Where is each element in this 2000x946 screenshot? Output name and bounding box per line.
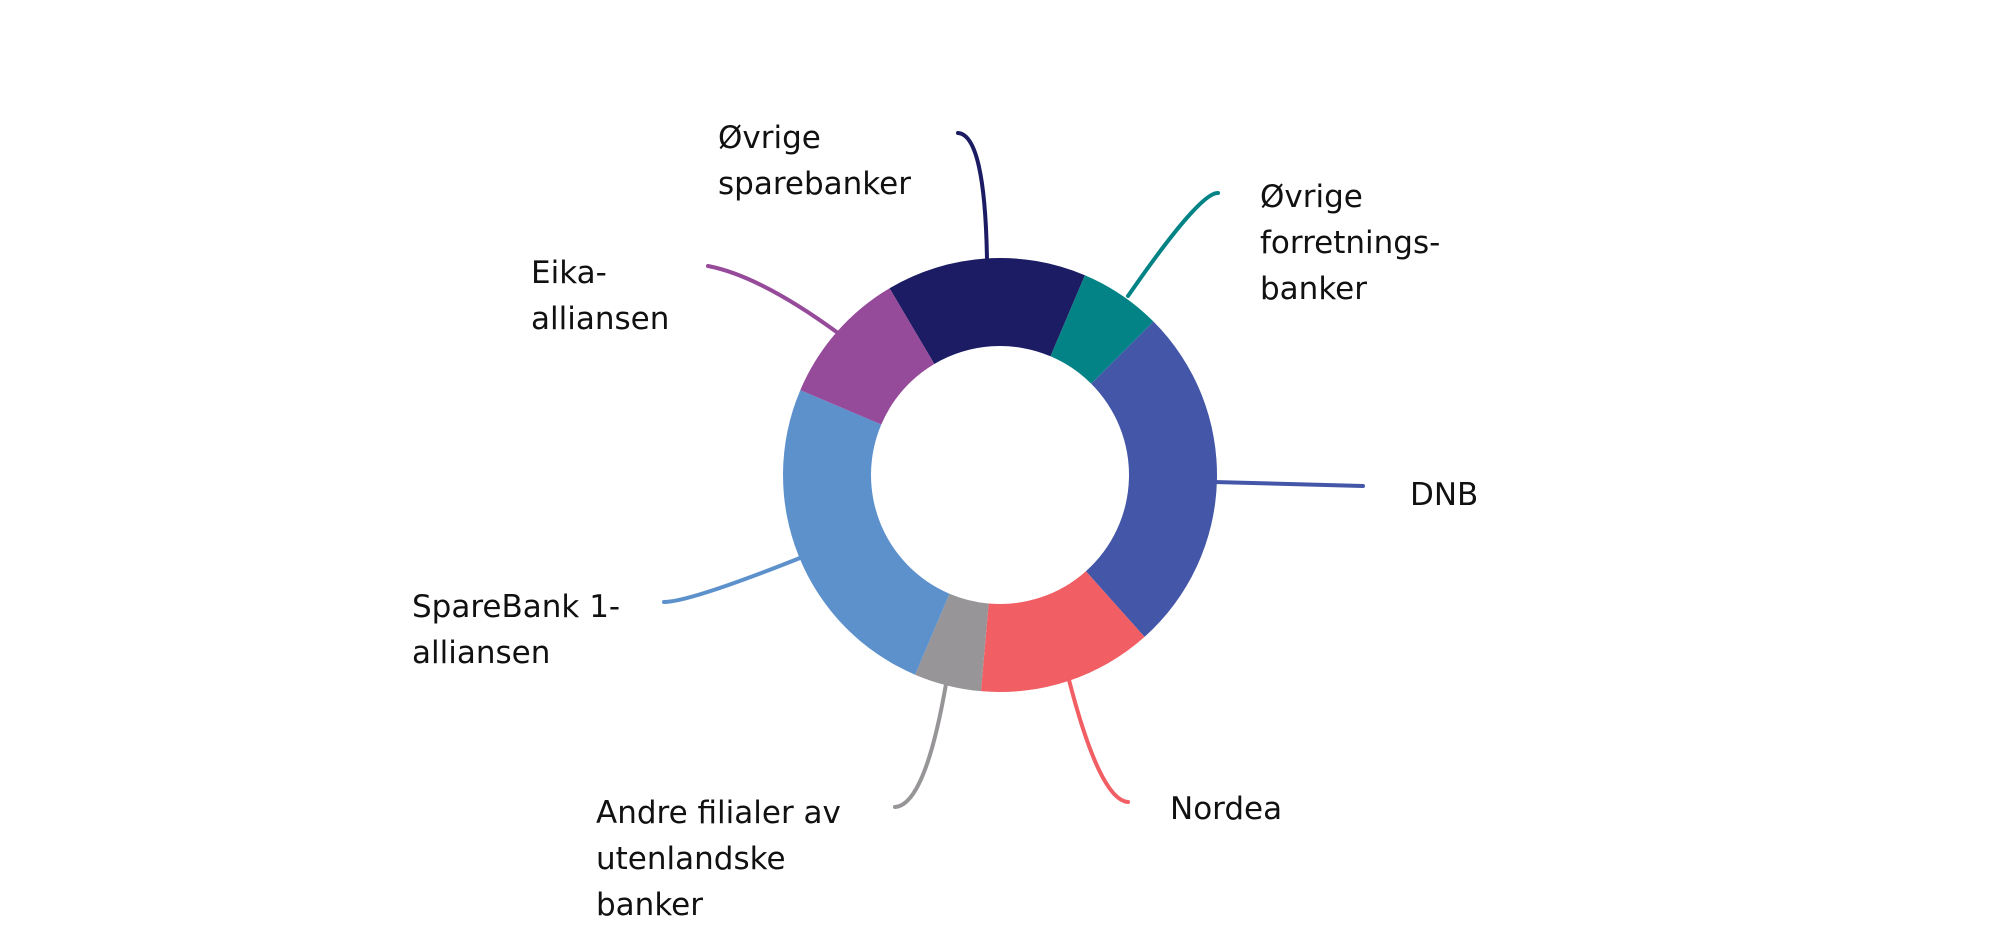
- label-line: banker: [1260, 271, 1367, 307]
- donut-slice: [915, 593, 989, 692]
- leader-line: [893, 682, 948, 809]
- label-line: sparebanker: [718, 166, 911, 202]
- label-sparebank1-alliansen: SpareBank 1- alliansen: [412, 584, 620, 676]
- label-line: Eika-: [531, 255, 607, 291]
- label-nordea: Nordea: [1170, 786, 1282, 832]
- label-andre-filialer: Andre filialer av utenlandske banker: [596, 790, 841, 928]
- leader-line: [706, 264, 840, 335]
- label-line: forretnings-: [1260, 225, 1441, 261]
- leader-line: [1126, 191, 1220, 298]
- label-ovrige-sparebanker: Øvrige sparebanker: [718, 115, 911, 207]
- donut-slice: [783, 390, 950, 675]
- label-line: DNB: [1410, 477, 1479, 513]
- leader-line: [662, 554, 807, 604]
- label-line: alliansen: [531, 301, 670, 337]
- donut-slice: [1050, 275, 1154, 384]
- donut-slice: [889, 258, 1085, 364]
- leader-line: [956, 131, 989, 262]
- donut-slice: [980, 571, 1145, 692]
- label-line: SpareBank 1-: [412, 589, 621, 625]
- donut-slice: [1085, 321, 1217, 637]
- label-line: Øvrige: [718, 120, 821, 156]
- leader-lines: [662, 131, 1365, 809]
- label-line: utenlandske: [596, 841, 786, 877]
- label-line: Andre filialer av: [596, 795, 841, 831]
- label-line: alliansen: [412, 635, 551, 671]
- donut-slices: [783, 258, 1217, 692]
- label-dnb: DNB: [1410, 472, 1478, 518]
- label-line: Nordea: [1170, 791, 1283, 827]
- leader-line: [1212, 480, 1365, 488]
- donut-slice: [800, 288, 935, 425]
- label-ovrige-forretningsbanker: Øvrige forretnings- banker: [1260, 174, 1440, 312]
- leader-line: [1067, 678, 1130, 804]
- label-eika-alliansen: Eika- alliansen: [531, 250, 669, 342]
- label-line: Øvrige: [1260, 179, 1363, 215]
- label-line: banker: [596, 887, 703, 923]
